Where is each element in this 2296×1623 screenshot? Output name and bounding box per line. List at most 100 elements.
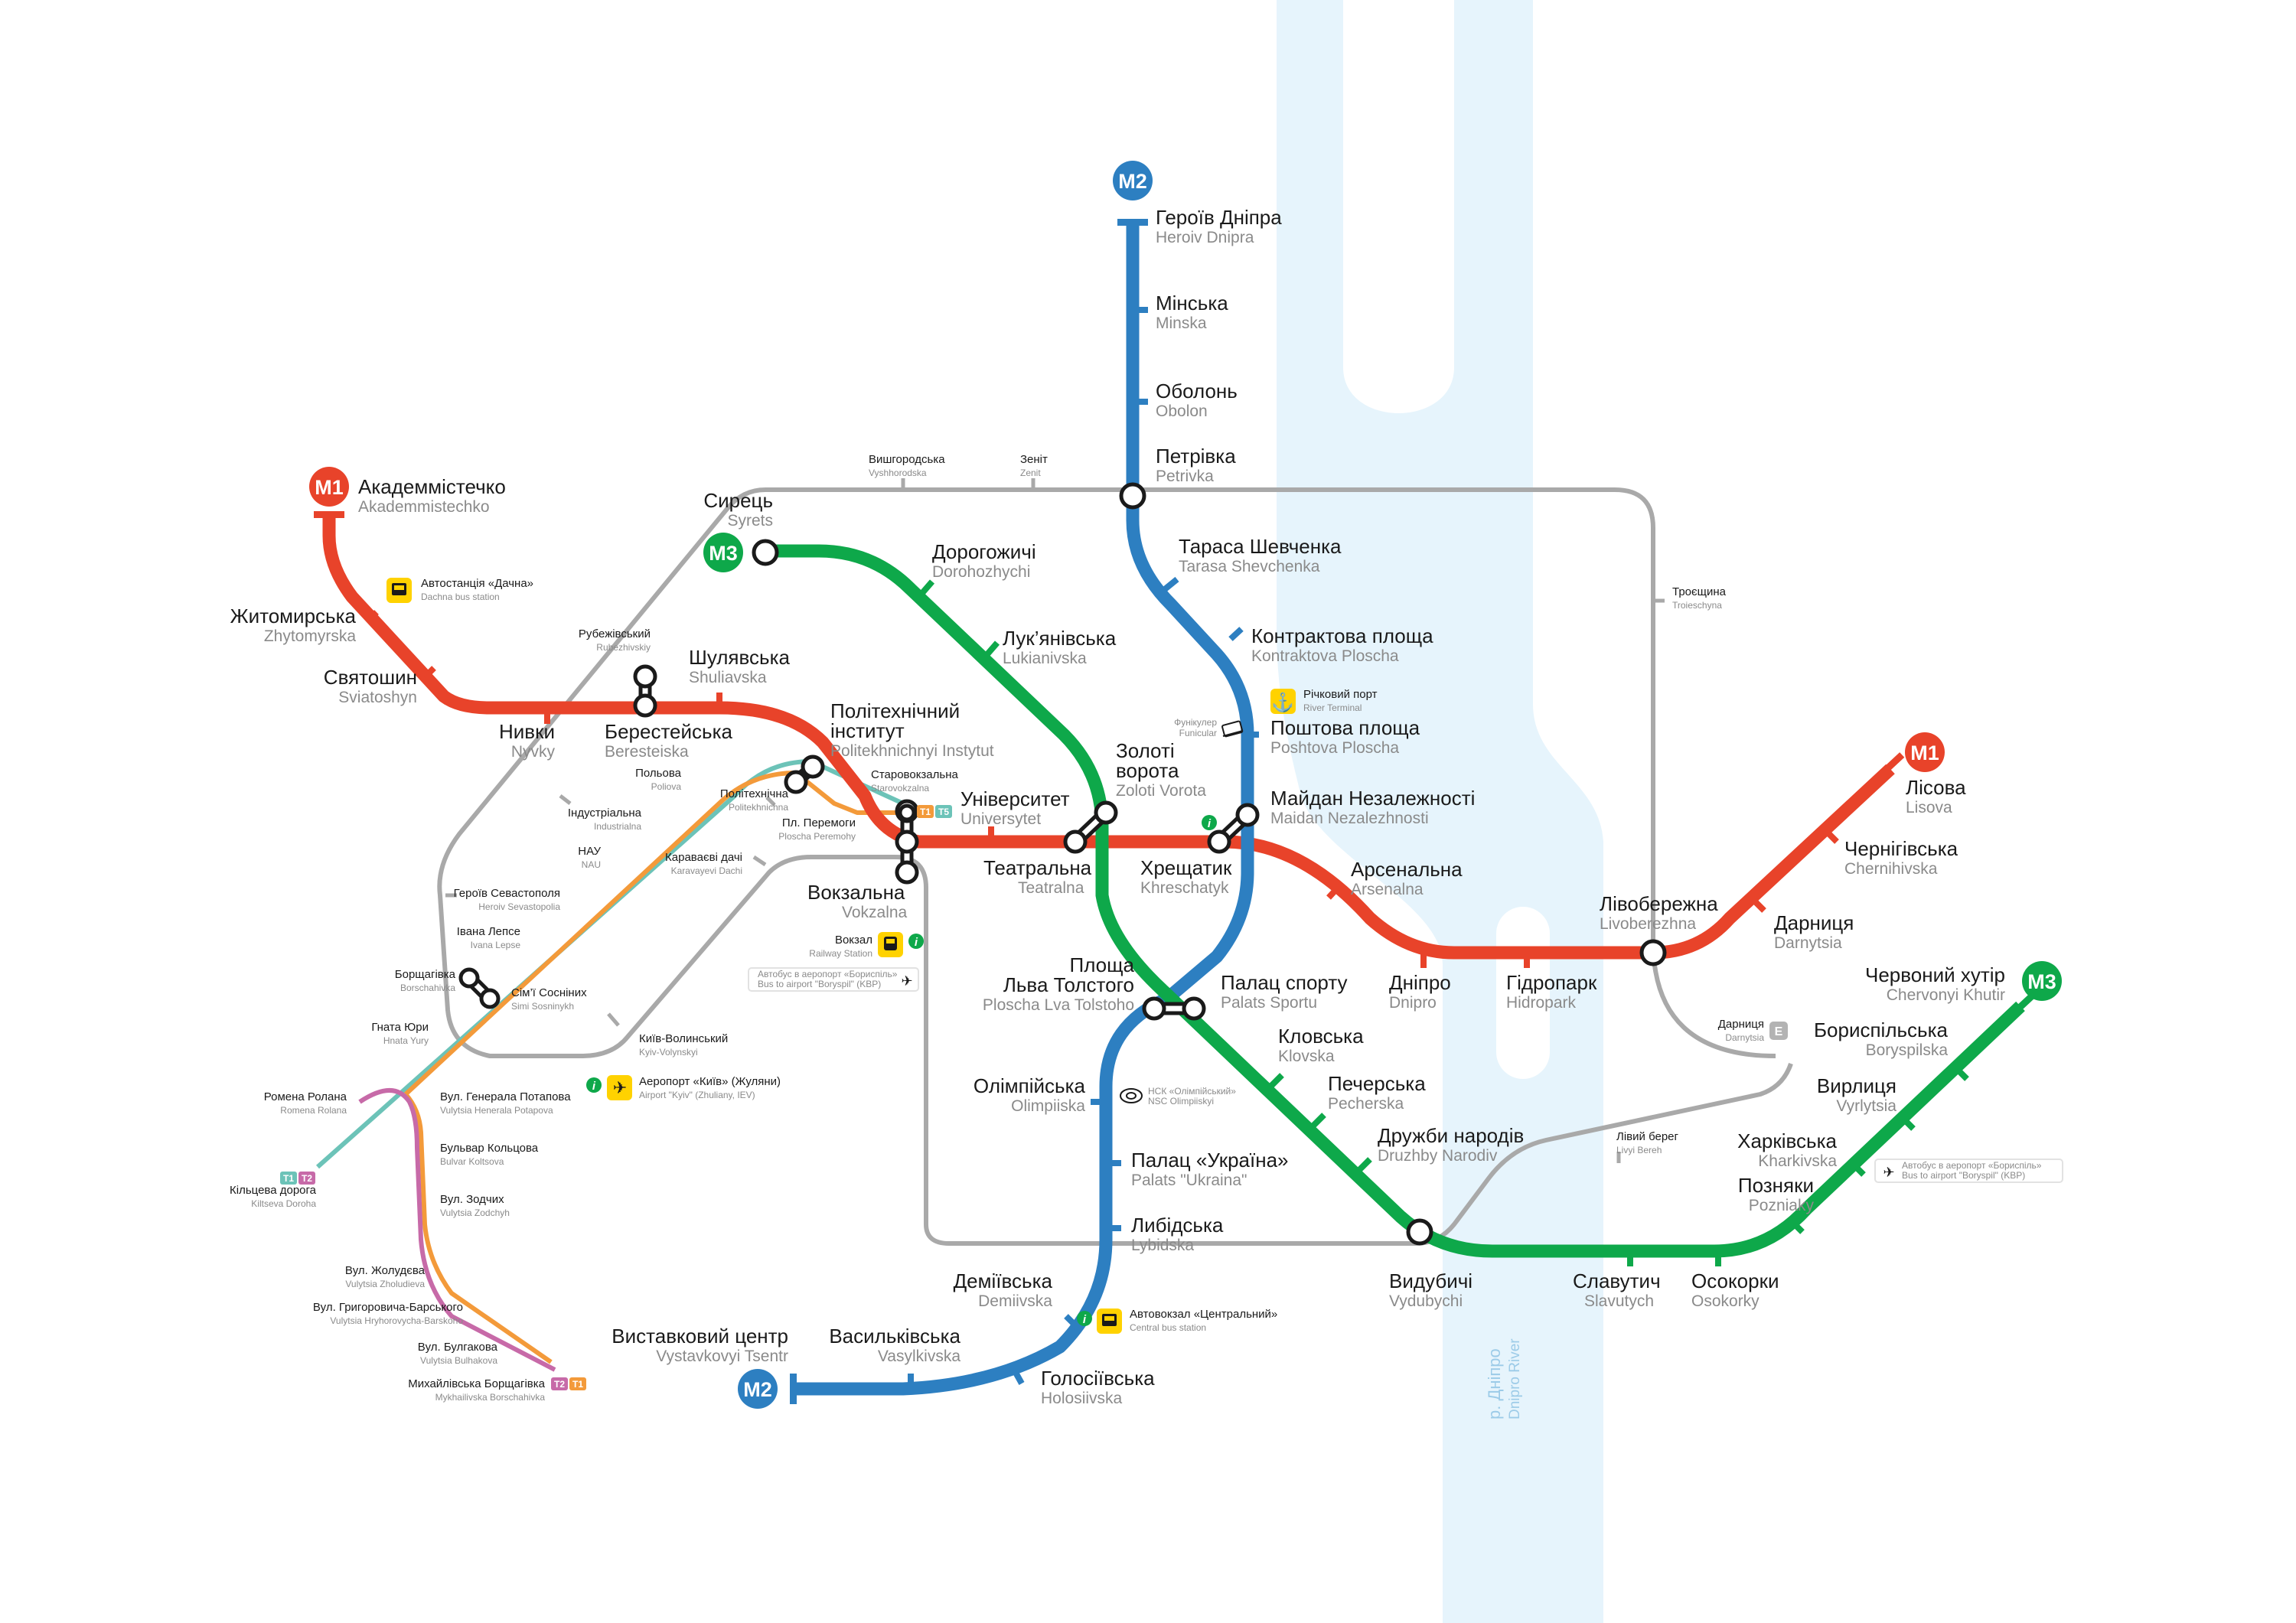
- info-icon: [586, 1077, 602, 1093]
- central-bus-station[interactable]: i Автовокзал «Центральний»Central bus st…: [1077, 1308, 1277, 1334]
- svg-text:Палац спорту: Палац спорту: [1221, 971, 1348, 994]
- svg-text:Червоний хутір: Червоний хутір: [1865, 963, 2005, 986]
- svg-text:⚓: ⚓: [1271, 692, 1294, 713]
- svg-text:Дружби народів: Дружби народів: [1378, 1124, 1524, 1147]
- svg-text:Троєщина: Троєщина: [1672, 585, 1727, 598]
- svg-text:Ploscha Peremohy: Ploscha Peremohy: [778, 831, 856, 842]
- svg-text:Славутич: Славутич: [1573, 1269, 1661, 1292]
- station-palats-ukraina[interactable]: Палац «Україна»Palats "Ukraina": [1131, 1149, 1289, 1189]
- svg-text:Старовокзальна: Старовокзальна: [871, 768, 959, 781]
- airport-kyiv[interactable]: i ✈ Аеропорт «Київ» (Жуляни)Airport "Kyi…: [586, 1075, 781, 1100]
- nsc-olimpiiskyi[interactable]: НСК «Олімпійський»NSC Olimpiiskyi: [1120, 1086, 1236, 1106]
- svg-text:Dnipro: Dnipro: [1389, 994, 1437, 1012]
- airport-bus-vokzal[interactable]: Автобус в аеропорт «Бориспіль»Bus to air…: [748, 967, 919, 992]
- airport-bus-east[interactable]: ✈ Автобус в аеропорт «Бориспіль»Bus to a…: [1874, 1159, 2063, 1183]
- svg-text:Олімпійська: Олімпійська: [974, 1074, 1086, 1097]
- stadium-icon: [1120, 1088, 1143, 1103]
- dachna-bus-station[interactable]: Автостанція «Дачна»Dachna bus station: [386, 577, 533, 603]
- svg-text:Borschahivka: Borschahivka: [400, 983, 455, 993]
